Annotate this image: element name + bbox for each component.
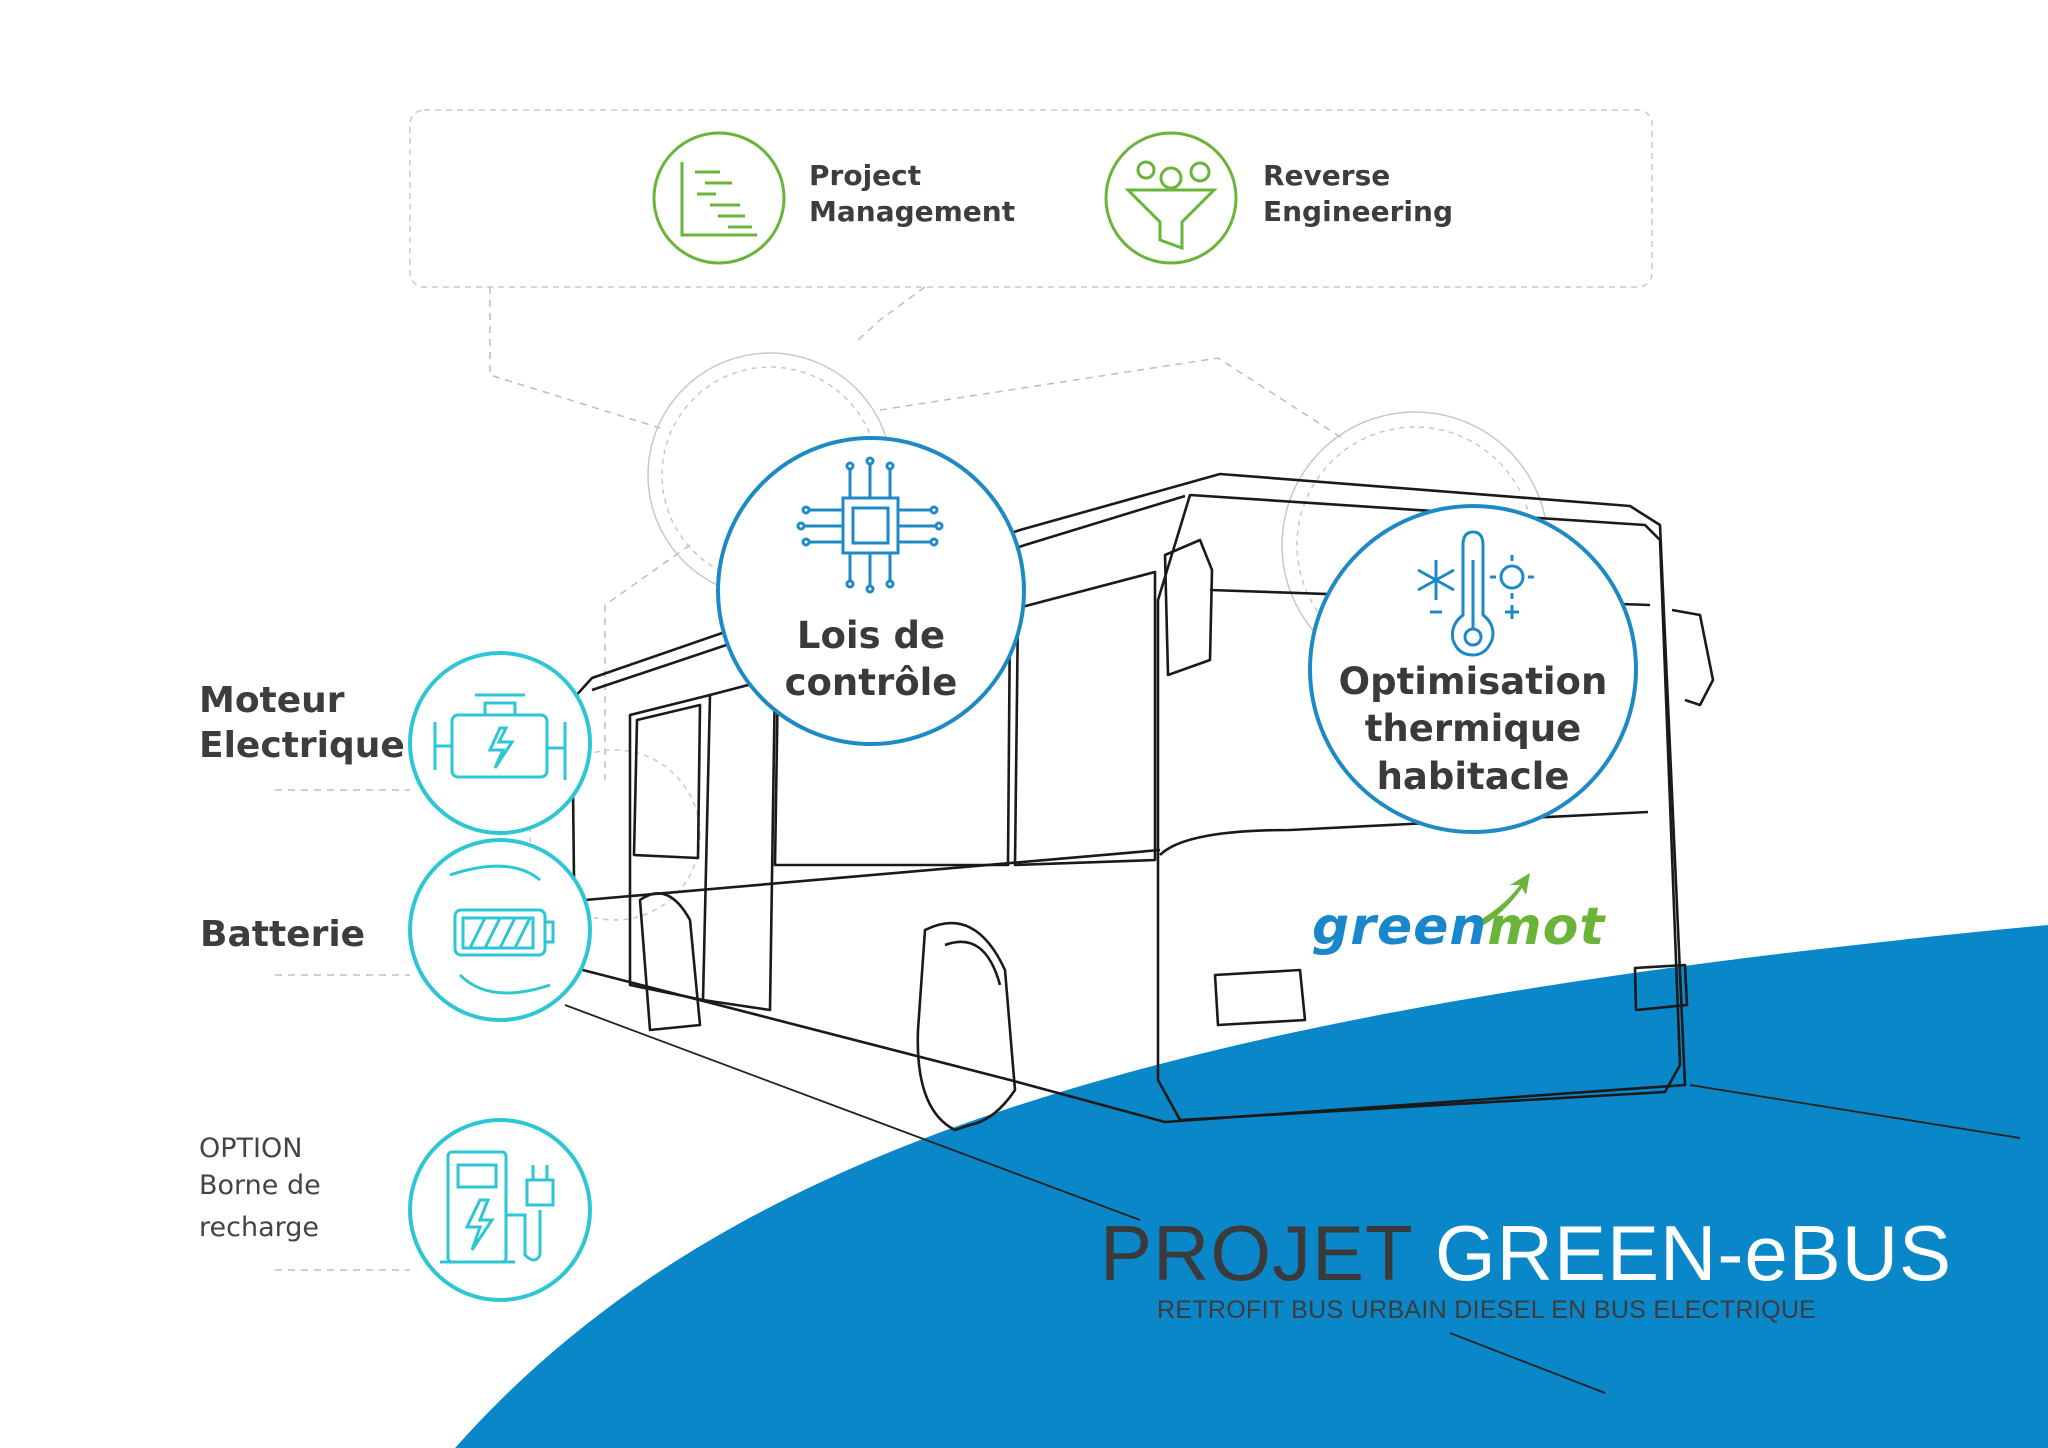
thermique-line1: Optimisation: [1338, 660, 1608, 703]
borne-line1: OPTION: [199, 1133, 303, 1164]
thermometer-icon: [1417, 530, 1534, 657]
lois-circle: [716, 436, 1026, 746]
borne-line3: recharge: [199, 1212, 319, 1244]
dashed-connectors: [275, 286, 1346, 1271]
logo-part2: mot: [1487, 897, 1606, 957]
moteur-line2: Electrique: [199, 725, 405, 766]
moteur-label: Moteur Electrique: [199, 678, 405, 768]
lois-line1: Lois de: [796, 614, 946, 657]
service-line1: Project: [809, 159, 922, 192]
title-part1: PROJET: [1100, 1209, 1435, 1297]
blue-wave: [455, 925, 2048, 1448]
project-title: PROJET GREEN-eBUS: [1100, 1208, 1952, 1299]
thermique-line3: habitacle: [1376, 754, 1570, 798]
greenmot-logo: greenmot: [1312, 897, 1605, 957]
batterie-label: Batterie: [200, 914, 366, 955]
logo-part1: green: [1312, 897, 1488, 957]
borne-label: OPTION Borne de recharge: [199, 1133, 321, 1249]
road-lines: [564, 1004, 2021, 1394]
batterie-circle: [408, 838, 592, 1022]
service-reverse-engineering-label: Reverse Engineering: [1263, 158, 1453, 231]
charging-station-icon: [440, 1150, 555, 1264]
lois-line2: contrôle: [784, 661, 958, 705]
project-subtitle: RETROFIT BUS URBAIN DIESEL EN BUS ELECTR…: [1157, 1296, 1817, 1324]
borne-line2: Borne de: [199, 1170, 321, 1202]
service-line2: Management: [809, 195, 1016, 229]
borne-circle: [408, 1118, 592, 1302]
chip-icon: [796, 456, 944, 594]
lois-label: Lois de contrôle: [746, 612, 996, 707]
thermique-circle: [1308, 504, 1638, 834]
service-line2: Engineering: [1263, 195, 1453, 229]
thermique-label: Optimisation thermique habitacle: [1318, 658, 1628, 800]
thermique-line2: thermique: [1364, 707, 1582, 751]
services-box: [409, 109, 1653, 288]
moteur-line1: Moteur: [199, 680, 345, 721]
logo-arrow: [1480, 873, 1530, 925]
reverse-engineering-icon: [1104, 131, 1238, 265]
service-line1: Reverse: [1263, 159, 1391, 192]
engine-icon: [433, 693, 567, 780]
service-project-management-label: Project Management: [809, 158, 1015, 231]
moteur-circle: [408, 651, 592, 835]
battery-icon: [449, 864, 555, 995]
title-part2: GREEN-eBUS: [1434, 1209, 1953, 1297]
project-management-icon: [652, 131, 786, 265]
